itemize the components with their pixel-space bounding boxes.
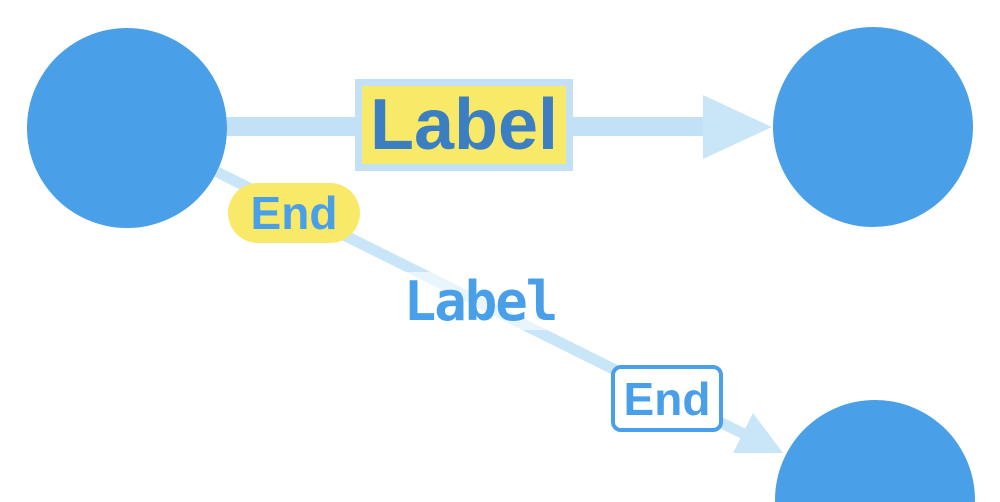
edge-diagonal-start-marker[interactable]: End bbox=[228, 183, 360, 243]
edge-diagonal-end-marker[interactable]: End bbox=[611, 365, 723, 432]
edge-diagonal-label[interactable]: Label bbox=[395, 270, 565, 333]
edge-top-label[interactable]: Label bbox=[355, 79, 573, 171]
edge-top-arrowhead-icon bbox=[703, 95, 772, 159]
edge-diagonal-arrowhead-icon bbox=[733, 413, 783, 453]
node-top-right[interactable] bbox=[773, 27, 973, 227]
node-bottom-right[interactable] bbox=[775, 400, 975, 502]
node-top-left[interactable] bbox=[27, 28, 227, 228]
